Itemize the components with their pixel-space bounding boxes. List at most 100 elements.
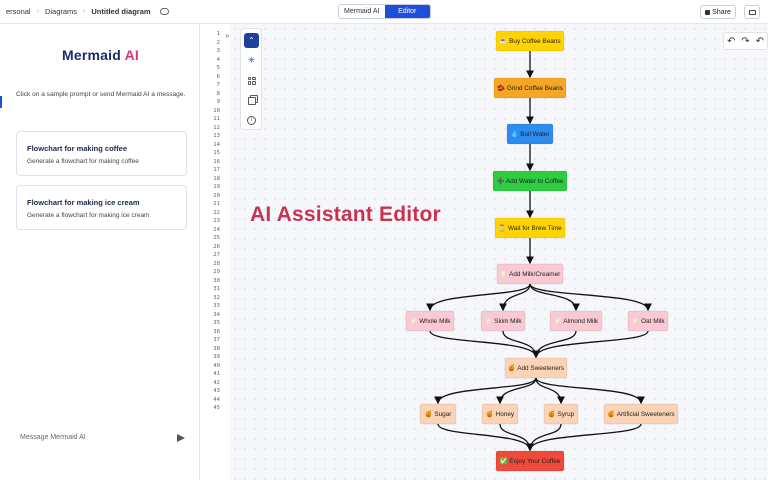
flow-node-milk[interactable]: 🥛 Add Milk/Creamer — [496, 263, 564, 285]
flow-node-box — [493, 77, 567, 99]
copy-icon — [247, 96, 256, 105]
line-number: 17 — [213, 167, 220, 173]
line-number: 24 — [213, 226, 220, 233]
flow-node-add-water[interactable]: ➕ Add Water to Coffee — [492, 170, 568, 192]
flow-node-box — [495, 30, 565, 52]
share-button[interactable]: Share — [700, 5, 736, 19]
flow-node-sweet[interactable]: 🍯 Add Sweeteners — [504, 357, 568, 379]
flow-node-label: ➕ Add Water to Coffee — [497, 177, 564, 185]
flow-edge — [526, 423, 562, 452]
flow-edge — [499, 283, 531, 312]
sparkle-icon: ✳ — [247, 55, 256, 65]
breadcrumb-personal[interactable]: ersonal — [6, 7, 31, 16]
flow-node-box — [481, 403, 519, 425]
line-number: 7 — [216, 82, 220, 88]
line-number: 5 — [216, 65, 220, 71]
sample-prompt-card[interactable]: Flowchart for making coffee Generate a f… — [16, 131, 187, 176]
sample-prompt-card[interactable]: Flowchart for making ice cream Generate … — [16, 185, 187, 230]
flow-node-label: 🥛 Whole Milk — [410, 317, 452, 325]
flow-node-sugar[interactable]: 🍯 Sugar — [419, 403, 457, 425]
flow-node-box — [496, 263, 564, 285]
line-number: 34 — [213, 311, 220, 318]
flow-edge — [499, 423, 534, 452]
flow-node-label: 🫘 Grind Coffee Beans — [497, 84, 563, 92]
line-number: 12 — [213, 124, 220, 131]
info-button[interactable]: i — [244, 113, 259, 128]
message-input[interactable]: Message Mermaid AI — [20, 434, 86, 441]
grid-icon — [247, 76, 256, 85]
mermaid-ai-logo: Mermaid AI — [62, 47, 139, 63]
flow-node-box — [504, 357, 568, 379]
flow-node-grind[interactable]: 🫘 Grind Coffee Beans — [493, 77, 567, 99]
line-number: 35 — [213, 320, 220, 326]
flow-edge — [526, 423, 642, 452]
undo-icon[interactable]: ↶ — [726, 35, 736, 47]
flow-node-artificial[interactable]: 🍯 Artificial Sweeteners — [603, 403, 679, 425]
diagram-title[interactable]: Untitled diagram — [91, 7, 151, 16]
flow-node-label: ☕ Buy Coffee Beans — [499, 37, 560, 45]
line-number: 19 — [213, 184, 220, 190]
redo-icon[interactable]: ↷ — [741, 35, 750, 47]
feedback-button[interactable] — [744, 5, 760, 19]
chevrons-up-icon: ⌃ — [248, 35, 255, 45]
flow-node-box — [480, 310, 526, 332]
line-number: 43 — [213, 388, 220, 394]
line-number: 25 — [213, 235, 220, 241]
collapse-panel-button[interactable]: ⌃ — [244, 33, 259, 48]
line-number: 45 — [213, 405, 220, 411]
flow-node-box — [492, 170, 568, 192]
breadcrumb-separator: › — [83, 8, 86, 15]
ai-assist-button[interactable]: ✳ — [244, 53, 259, 68]
tab-editor[interactable]: Editor — [384, 5, 430, 18]
send-icon[interactable] — [177, 434, 185, 442]
line-number: 30 — [213, 277, 220, 284]
line-number: 29 — [213, 269, 220, 275]
flow-node-box — [495, 450, 565, 472]
flow-node-almond[interactable]: 🥛 Almond Milk — [549, 310, 603, 332]
flow-node-box — [549, 310, 603, 332]
tab-mermaid-ai[interactable]: Mermaid AI — [339, 5, 385, 18]
flow-node-label: 🥛 Skim Milk — [484, 317, 522, 325]
flow-node-honey[interactable]: 🍯 Honey — [481, 403, 519, 425]
line-number: 21 — [213, 201, 220, 207]
undo-icon[interactable]: ↶ — [755, 35, 765, 47]
breadcrumb-diagrams[interactable]: Diagrams — [44, 7, 78, 16]
logo-ai-text: AI — [124, 47, 139, 63]
mode-switch: Mermaid AI Editor — [338, 4, 431, 19]
flow-edge — [502, 330, 540, 359]
flow-node-enjoy[interactable]: ✅ Enjoy Your Coffee — [495, 450, 565, 472]
flow-node-wait[interactable]: ⏳ Wait for Brew Time — [494, 217, 566, 239]
flow-node-box — [419, 403, 457, 425]
line-number: 13 — [213, 133, 220, 139]
overlay-caption: AI Assistant Editor — [250, 203, 441, 226]
flow-node-label: ✅ Enjoy Your Coffee — [500, 457, 561, 465]
flow-node-whole[interactable]: 🥛 Whole Milk — [405, 310, 455, 332]
flow-edge — [496, 377, 537, 405]
flow-node-boil[interactable]: 💧 Boil Water — [506, 123, 554, 145]
flow-node-box — [627, 310, 669, 332]
info-icon: i — [247, 116, 256, 125]
line-number: 39 — [213, 354, 220, 360]
shapes-button[interactable] — [244, 73, 259, 88]
logo-text: Mermaid — [62, 47, 121, 63]
top-bar: ersonal › Diagrams › Untitled diagram Me… — [0, 0, 768, 24]
flow-node-oat[interactable]: 🥛 Oat Milk — [627, 310, 669, 332]
flow-edge — [426, 283, 531, 312]
duplicate-button[interactable] — [244, 93, 259, 108]
cloud-sync-icon — [159, 8, 169, 15]
line-number: 18 — [213, 175, 220, 182]
flow-node-label: ⏳ Wait for Brew Time — [498, 224, 562, 232]
flow-node-buy[interactable]: ☕ Buy Coffee Beans — [495, 30, 565, 52]
flow-node-skim[interactable]: 🥛 Skim Milk — [480, 310, 526, 332]
canvas-toolbar: ⌃ ✳ i — [240, 28, 262, 130]
flow-node-syrup[interactable]: 🍯 Syrup — [543, 403, 579, 425]
flow-edge — [429, 330, 540, 359]
collapse-editor-icon[interactable]: » — [225, 31, 230, 40]
line-number: 1 — [216, 31, 220, 37]
line-number: 11 — [213, 116, 220, 122]
flow-node-label: 💧 Boil Water — [511, 130, 551, 138]
line-number: 9 — [216, 99, 220, 105]
flow-node-label: 🍯 Artificial Sweeteners — [607, 410, 674, 418]
comment-icon — [748, 9, 756, 15]
flow-edge — [535, 377, 565, 405]
